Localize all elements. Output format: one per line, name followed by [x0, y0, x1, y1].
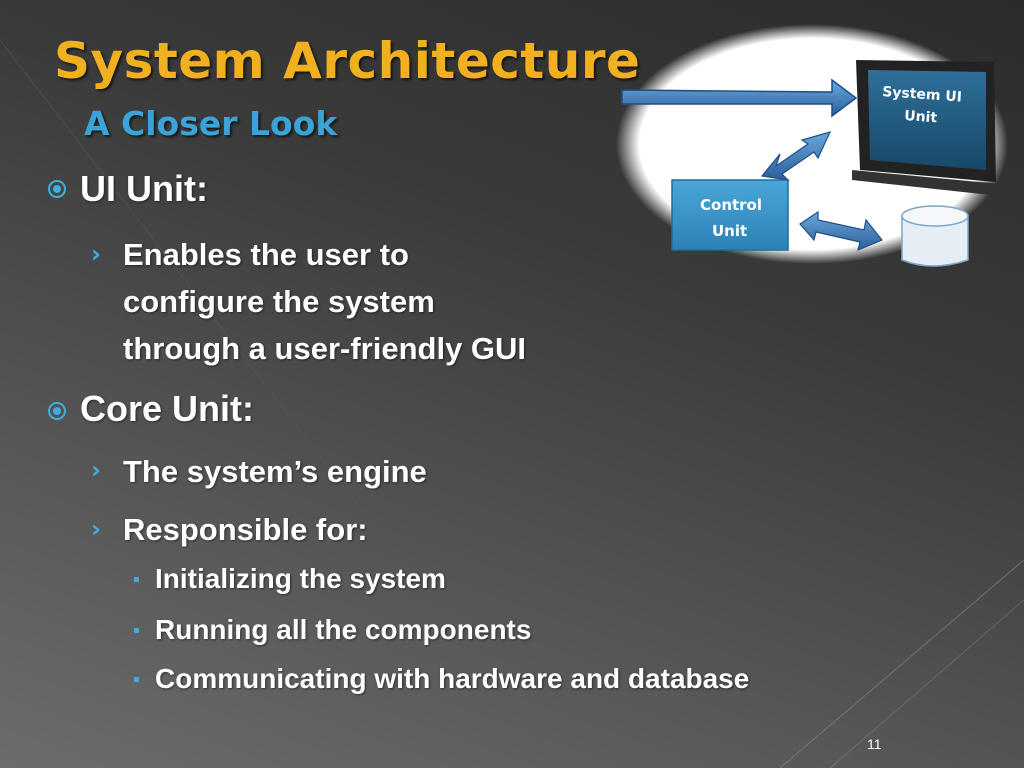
- slide-subtitle: A Closer Look: [84, 104, 338, 143]
- control-unit-box: Control Unit: [671, 179, 789, 251]
- bullet-ui-unit-line1: Enables the user to: [123, 237, 409, 272]
- double-arrow-icon: [760, 131, 832, 181]
- sub-bullet-communicating: Communicating with hardware and database: [155, 663, 750, 694]
- sub-bullet-initializing: Initializing the system: [155, 563, 446, 594]
- chevron-bullet-icon: ›: [91, 515, 101, 543]
- chevron-bullet-icon: ›: [91, 456, 101, 484]
- sub-bullet-icon: [134, 677, 139, 682]
- bullet-core-unit-heading: Core Unit:: [80, 388, 254, 429]
- bullet-core-unit-item2: Responsible for:: [123, 512, 368, 547]
- double-arrow-icon: [799, 210, 883, 252]
- sub-bullet-icon: [134, 628, 139, 633]
- bullet-core-unit-item1: The system’s engine: [123, 454, 427, 489]
- sub-bullet-icon: [134, 577, 139, 582]
- control-unit-label-line2: Unit: [712, 222, 747, 240]
- bullet-ui-unit-heading: UI Unit:: [80, 168, 208, 209]
- sub-bullet-running: Running all the components: [155, 614, 532, 645]
- monitor-label-line2: Unit: [904, 108, 938, 126]
- database-icon: [901, 205, 969, 267]
- bullet-ui-unit-line2: configure the system: [123, 284, 435, 319]
- slide-title: System Architecture: [54, 32, 641, 90]
- chevron-bullet-icon: ›: [91, 240, 101, 268]
- page-number: 11: [867, 736, 882, 752]
- bullet-marker-icon: [48, 180, 66, 198]
- monitor-label-line1: System UI: [882, 84, 963, 106]
- arrow-icon: [621, 78, 858, 118]
- architecture-diagram-image: System UI Unit Control Unit: [612, 20, 1008, 268]
- bullet-marker-icon: [48, 402, 66, 420]
- control-unit-label-line1: Control: [700, 196, 762, 214]
- monitor-icon: System UI Unit: [852, 60, 1000, 196]
- bullet-ui-unit-line3: through a user-friendly GUI: [123, 331, 527, 366]
